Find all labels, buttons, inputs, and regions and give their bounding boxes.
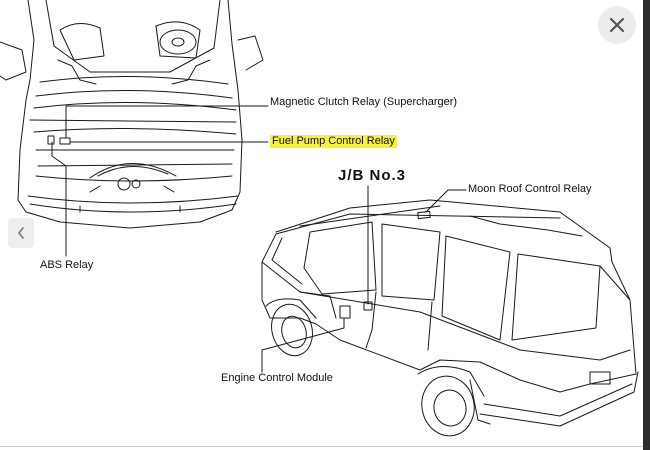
viewer-edge bbox=[643, 0, 650, 450]
label-fuel-pump-control-relay: Fuel Pump Control Relay bbox=[270, 135, 397, 148]
label-jb-no3: J/B No.3 bbox=[338, 167, 406, 184]
viewer-bottom-border bbox=[0, 446, 643, 447]
previous-image-button[interactable] bbox=[8, 218, 34, 248]
front-view-van bbox=[0, 0, 263, 228]
label-engine-control-module: Engine Control Module bbox=[221, 372, 333, 385]
label-abs-relay: ABS Relay bbox=[40, 259, 93, 272]
close-icon bbox=[609, 17, 625, 33]
label-magnetic-clutch-relay: Magnetic Clutch Relay (Supercharger) bbox=[270, 96, 457, 109]
label-moon-roof-control-relay: Moon Roof Control Relay bbox=[468, 183, 592, 196]
side-view-van bbox=[262, 200, 638, 441]
close-button[interactable] bbox=[598, 6, 636, 44]
chevron-left-icon bbox=[16, 226, 26, 240]
